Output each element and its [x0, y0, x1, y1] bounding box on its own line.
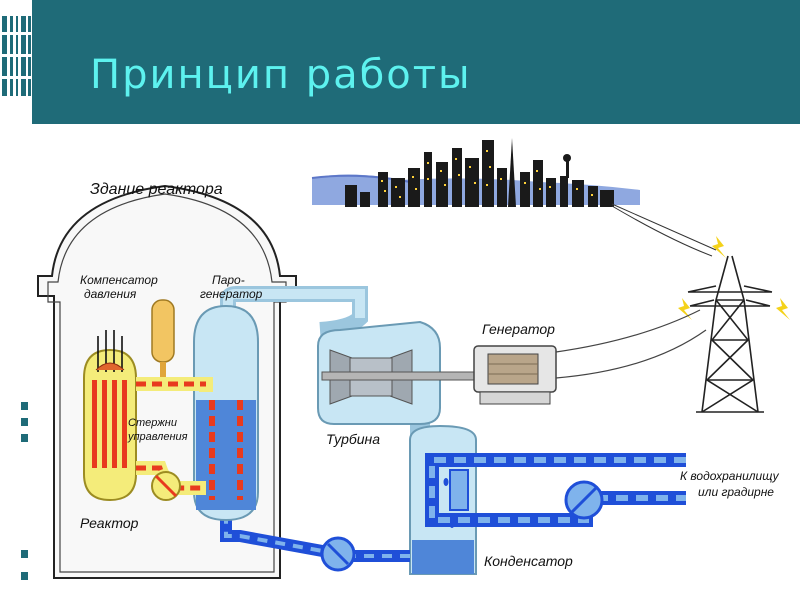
label-steam-gen-2: генератор — [200, 287, 263, 301]
label-steam-gen-1: Паро- — [212, 273, 245, 287]
label-pressurizer-1: Компенсатор — [80, 273, 158, 287]
steam-pipe — [220, 286, 368, 338]
label-turbine: Турбина — [326, 431, 380, 447]
pressurizer — [151, 299, 175, 384]
label-condenser: Конденсатор — [484, 553, 573, 569]
generator — [473, 345, 557, 405]
side-decoration — [21, 402, 28, 580]
label-reactor-building: Здание реактора — [90, 181, 223, 198]
lightning-icon — [678, 236, 790, 320]
label-control-rods-2: управления — [127, 431, 188, 443]
steam-generator — [193, 304, 259, 522]
transmission-tower — [687, 255, 773, 413]
reactor-vessel — [83, 330, 137, 502]
label-control-rods-1: Стержни — [128, 417, 177, 429]
condensate-pipe — [220, 500, 410, 572]
primary-coolant-loop — [136, 377, 213, 501]
turbine-shaft — [321, 371, 493, 381]
label-reservoir-2: или градирне — [698, 485, 774, 499]
label-generator: Генератор — [482, 321, 555, 337]
label-reactor: Реактор — [80, 515, 139, 531]
label-reservoir-1: К водохранилищу — [680, 469, 780, 483]
label-pressurizer-2: давления — [84, 287, 137, 301]
city-skyline — [311, 138, 640, 207]
title-decoration — [0, 16, 32, 96]
cooling-water-loop — [425, 453, 686, 527]
slide-title: Принцип работы — [90, 52, 472, 98]
title-bar — [32, 0, 800, 124]
